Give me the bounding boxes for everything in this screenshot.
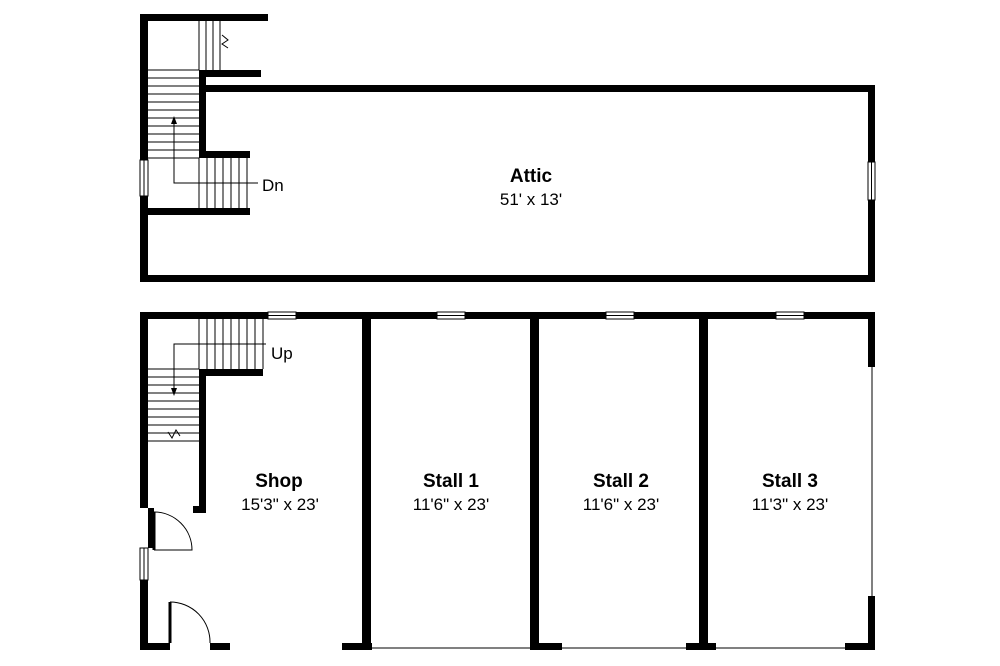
partition-wall bbox=[530, 312, 539, 650]
door-swing bbox=[152, 511, 193, 551]
stall2-dimensions: 11'6" x 23' bbox=[583, 495, 659, 514]
stair-bottom-wall bbox=[140, 208, 250, 215]
lower-bottom-wall bbox=[140, 643, 170, 650]
stair-direction-arrow bbox=[171, 343, 266, 396]
stall1-name: Stall 1 bbox=[423, 471, 479, 492]
attic-name: Attic bbox=[510, 166, 553, 187]
lower-bottom-wall bbox=[342, 643, 372, 650]
lower-right-wall bbox=[868, 312, 875, 367]
door-jamb bbox=[148, 508, 154, 548]
lower-right-wall bbox=[868, 596, 875, 650]
lower-left-wall bbox=[140, 580, 148, 650]
stall3-dimensions: 11'3" x 23' bbox=[752, 495, 828, 514]
stair-direction-arrow bbox=[171, 116, 258, 184]
stair-landing-wall bbox=[199, 369, 263, 376]
attic-dimensions: 51' x 13' bbox=[500, 190, 562, 209]
upper-floor: Dn Attic 51' x 13' bbox=[139, 14, 876, 282]
attic-top-wall bbox=[199, 85, 875, 92]
door-swing bbox=[168, 601, 211, 644]
partition-wall bbox=[362, 312, 371, 650]
shop-name: Shop bbox=[255, 471, 303, 492]
lower-bottom-wall bbox=[845, 643, 875, 650]
upper-stair-top-run bbox=[198, 21, 229, 70]
lower-bottom-wall bbox=[530, 643, 562, 650]
lower-top-wall bbox=[140, 312, 875, 319]
stair-landing-wall bbox=[199, 151, 250, 158]
stall3-name: Stall 3 bbox=[762, 471, 818, 492]
attic-bottom-wall bbox=[140, 275, 875, 282]
partition-wall bbox=[699, 312, 708, 650]
lower-floor: Up Shop 15'3" x 23' Stall 1 11'6" x 23' … bbox=[139, 311, 875, 650]
lower-bottom-wall bbox=[210, 643, 230, 650]
stair-ledge-wall bbox=[199, 70, 261, 77]
stair-inner-wall bbox=[199, 70, 206, 158]
shop-dimensions: 15'3" x 23' bbox=[241, 495, 319, 514]
stall1-dimensions: 11'6" x 23' bbox=[413, 495, 489, 514]
stair-inner-wall bbox=[199, 369, 206, 513]
lower-left-wall bbox=[140, 312, 148, 508]
stair-jamb bbox=[193, 506, 206, 513]
stair-top-wall bbox=[140, 14, 268, 21]
attic-left-wall bbox=[140, 14, 148, 282]
stair-label-up: Up bbox=[271, 344, 293, 363]
stair-label-down: Dn bbox=[262, 176, 284, 195]
stall2-name: Stall 2 bbox=[593, 471, 649, 492]
